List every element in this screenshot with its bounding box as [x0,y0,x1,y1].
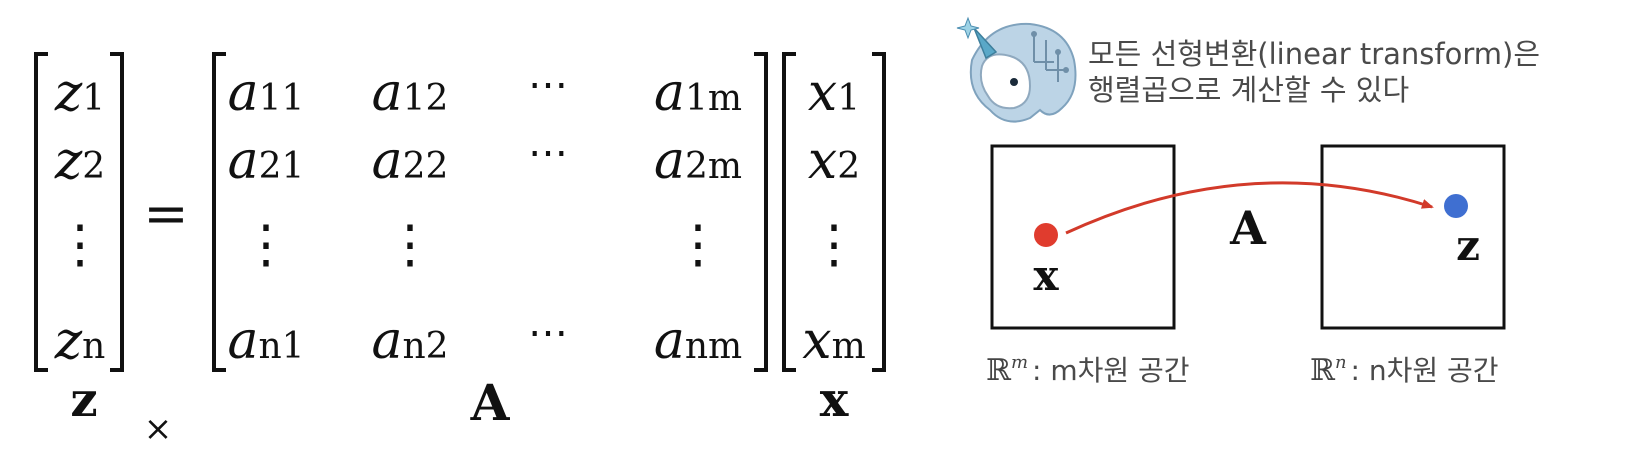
matrix-cell: a22 [372,131,449,191]
matrix-cell: ⋮ [240,215,292,275]
x-left-bracket [782,52,796,372]
matrix-cell: an2 [371,311,448,371]
z-left-bracket [34,52,48,372]
point-x [1034,223,1058,247]
domain-space-box [990,144,1176,330]
domain-space-caption: ℝm: m차원 공간 [986,352,1190,388]
matrix-left-bracket [212,52,226,372]
matrix-cell: anm [654,311,742,371]
matrix-cell: a12 [372,63,449,123]
matrix-cell: a2m [654,131,742,191]
matrix-cell: ⋯ [528,62,568,108]
label-A: A [470,373,511,432]
z-vector: z1 z2 ⋮ zn [34,52,124,372]
arrow-label-A: A [1229,201,1267,255]
matrix-cell: a1m [654,63,742,123]
z-entry-2: z2 [54,131,105,191]
matrix-cell: a11 [228,63,305,123]
point-x-label: x [1033,251,1059,300]
point-z-label: z [1456,221,1480,270]
x-right-bracket [872,52,886,372]
mapping-arrow [1065,181,1434,235]
equals-sign: = [143,182,188,245]
matrix-right-bracket [754,52,768,372]
point-z [1444,194,1468,218]
codomain-space-box [1320,144,1506,330]
callout-line-2: 행렬곱으로 계산할 수 있다 [1088,73,1409,107]
z-vdots: ⋮ [54,215,106,275]
matrix-cell: a21 [228,131,305,191]
z-right-bracket [110,52,124,372]
x-entry-1: x1 [808,63,860,123]
matrix-cell: ⋯ [528,310,568,356]
z-entry-n: zn [54,311,106,371]
matrix-cell: ⋯ [528,130,568,176]
matrix-A: a11 a12 ⋯ a1m a21 a22 ⋯ a2m ⋮ ⋮ ⋮ an1 an… [212,52,768,372]
cross-mark: × [144,409,173,449]
x-vector: x1 x2 ⋮ xm [782,52,886,372]
matrix-cell: an1 [227,311,304,371]
x-entry-m: xm [802,311,865,371]
codomain-space-caption: ℝn: n차원 공간 [1310,352,1499,388]
matrix-cell: ⋮ [672,215,724,275]
label-x: x [820,372,849,428]
x-vdots: ⋮ [808,215,860,275]
z-entry-1: z1 [54,63,105,123]
x-entry-2: x2 [808,131,860,191]
callout-line-1: 모든 선형변환(linear transform)은 [1088,37,1540,71]
label-z: z [70,372,97,428]
matrix-cell: ⋮ [384,215,436,275]
unicorn-mascot-icon [956,16,1077,123]
